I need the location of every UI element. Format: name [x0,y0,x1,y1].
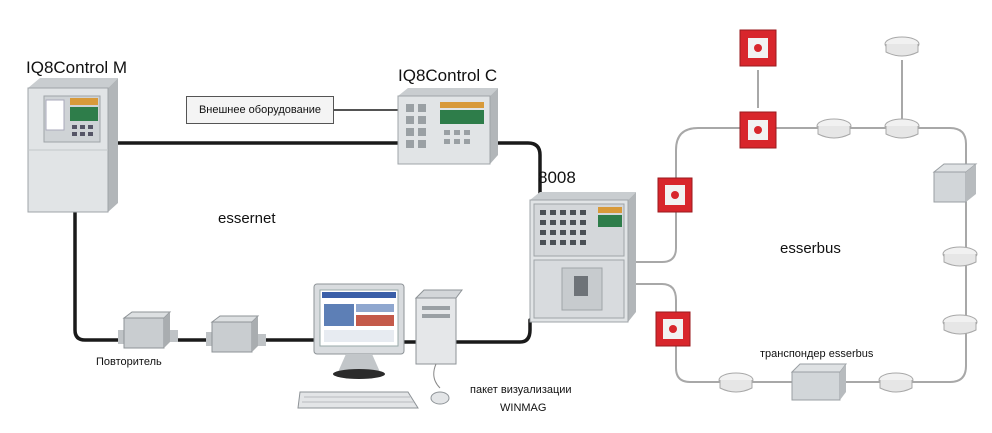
iq8control-c-panel [397,88,498,165]
label-iq8control-c: IQ8Control C [398,66,498,85]
label-winmag-line2: WINMAG [500,402,547,414]
transponder-right [932,163,978,203]
smoke-detector-6 [718,372,754,393]
cable-winmag-to-8008 [398,318,532,344]
transponder-bottom [790,363,847,401]
smoke-detector-3 [884,118,920,139]
iq8control-m-panel [27,78,118,213]
manual-call-point-3 [657,177,693,213]
panel-8008 [529,192,636,323]
smoke-detector-1 [884,36,920,57]
manual-call-point-2 [739,111,777,149]
manual-call-point-4 [655,311,691,347]
cable-m-to-repeater [73,210,124,342]
manual-call-point-1 [739,29,777,67]
smoke-detector-7 [878,372,914,393]
repeater-1 [118,311,178,349]
smoke-detector-2 [816,118,852,139]
cable-c-to-8008 [488,141,542,198]
smoke-detector-4 [942,246,978,267]
label-essernet: essernet [218,210,276,227]
essernet-cables [73,109,542,344]
winmag-workstation [297,283,463,409]
label-esserbus: esserbus [780,240,841,257]
external-equipment-box: Внешнее оборудование [186,96,334,124]
label-8008: 8008 [538,168,576,187]
label-winmag-line1: пакет визуализации [470,384,572,396]
label-iq8control-m: IQ8Control M [26,58,128,77]
smoke-detector-5 [942,314,978,335]
label-transponder: транспондер esserbus [760,348,874,360]
repeater-2 [206,315,266,353]
label-repeater: Повторитель [96,356,162,368]
